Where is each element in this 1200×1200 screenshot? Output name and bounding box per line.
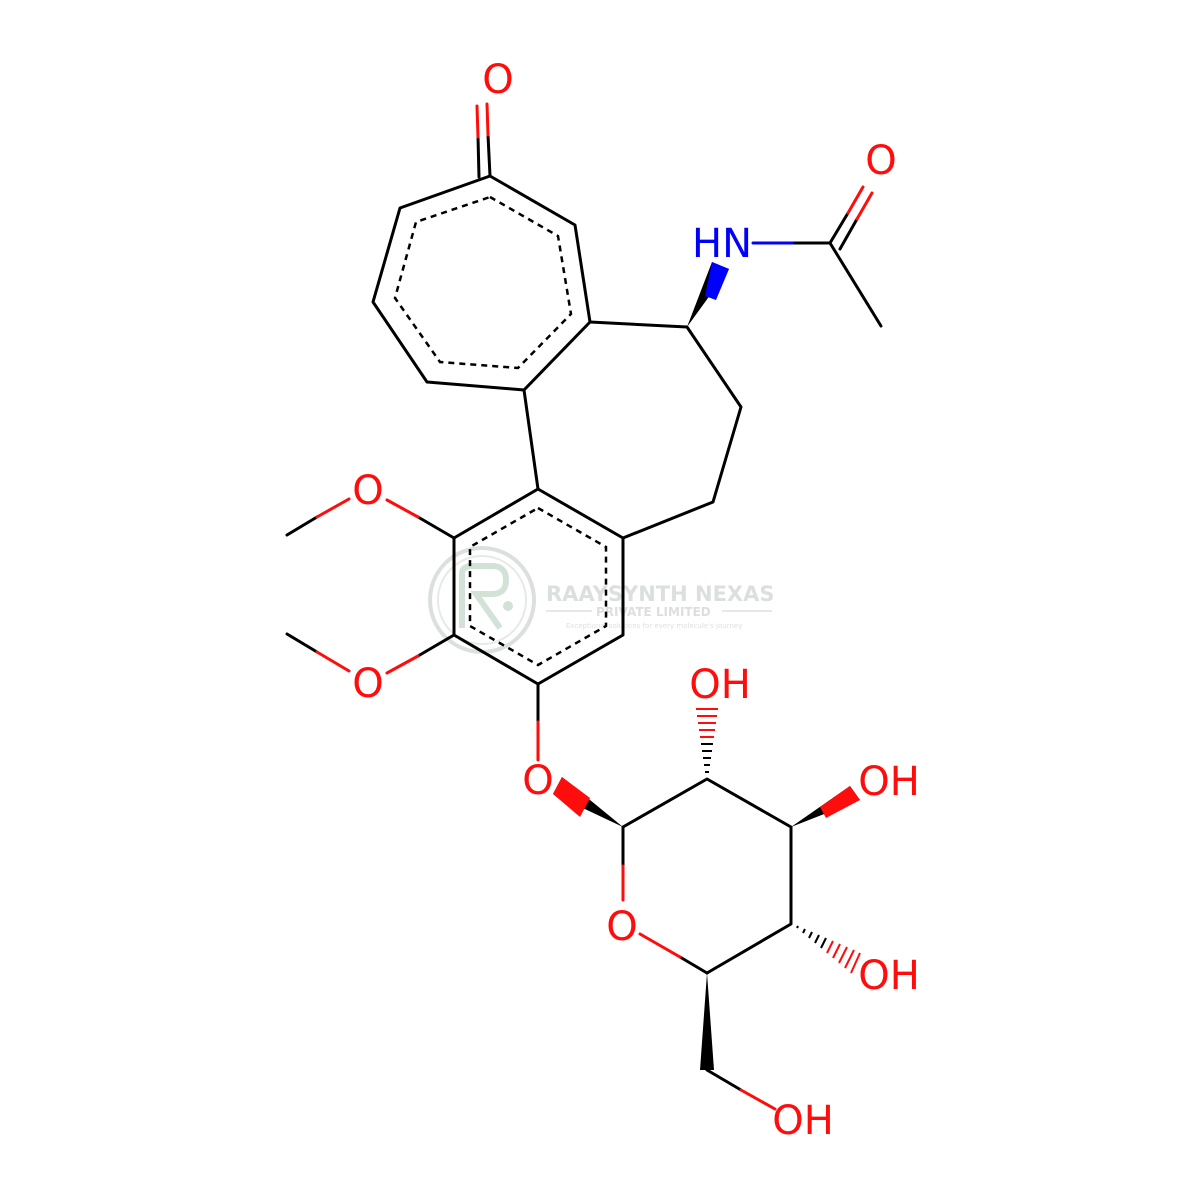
amide-oxygen-label: O [865,138,896,184]
ketone-oxygen-label: O [482,57,513,103]
methoxy-oxygen-1-label: O [352,468,383,514]
glycosidic-oxygen-label: O [522,758,553,804]
hydroxyl-top-label: OH [689,662,751,708]
tropolone-ring [371,174,592,392]
stereo-wedges [553,262,860,1070]
bonds [285,133,883,1092]
atom-labels: O HN O O O O O OH OH OH OH [352,57,920,1144]
ring-oxygen-label: O [606,904,637,950]
watermark-subtitle: PRIVATE LIMITED [596,605,711,619]
hydroxyl-lower-label: OH [858,953,920,999]
watermark-tagline: Exceptional solutions for every molecule… [566,622,742,630]
heteroatom-bonds [315,102,874,1111]
stereo-hashes [696,708,861,974]
logo-icon [428,546,536,654]
amide-nh-label: HN [692,221,752,267]
hydroxyl-right-label: OH [858,759,920,805]
aromatic-dashes [393,195,608,667]
methoxy-oxygen-2-label: O [352,661,383,707]
hydroxyl-ch2-label: OH [772,1098,834,1144]
watermark-name: RAAYSYNTH NEXAS [546,582,774,606]
watermark: RAAYSYNTH NEXAS PRIVATE LIMITED Exceptio… [428,546,774,654]
